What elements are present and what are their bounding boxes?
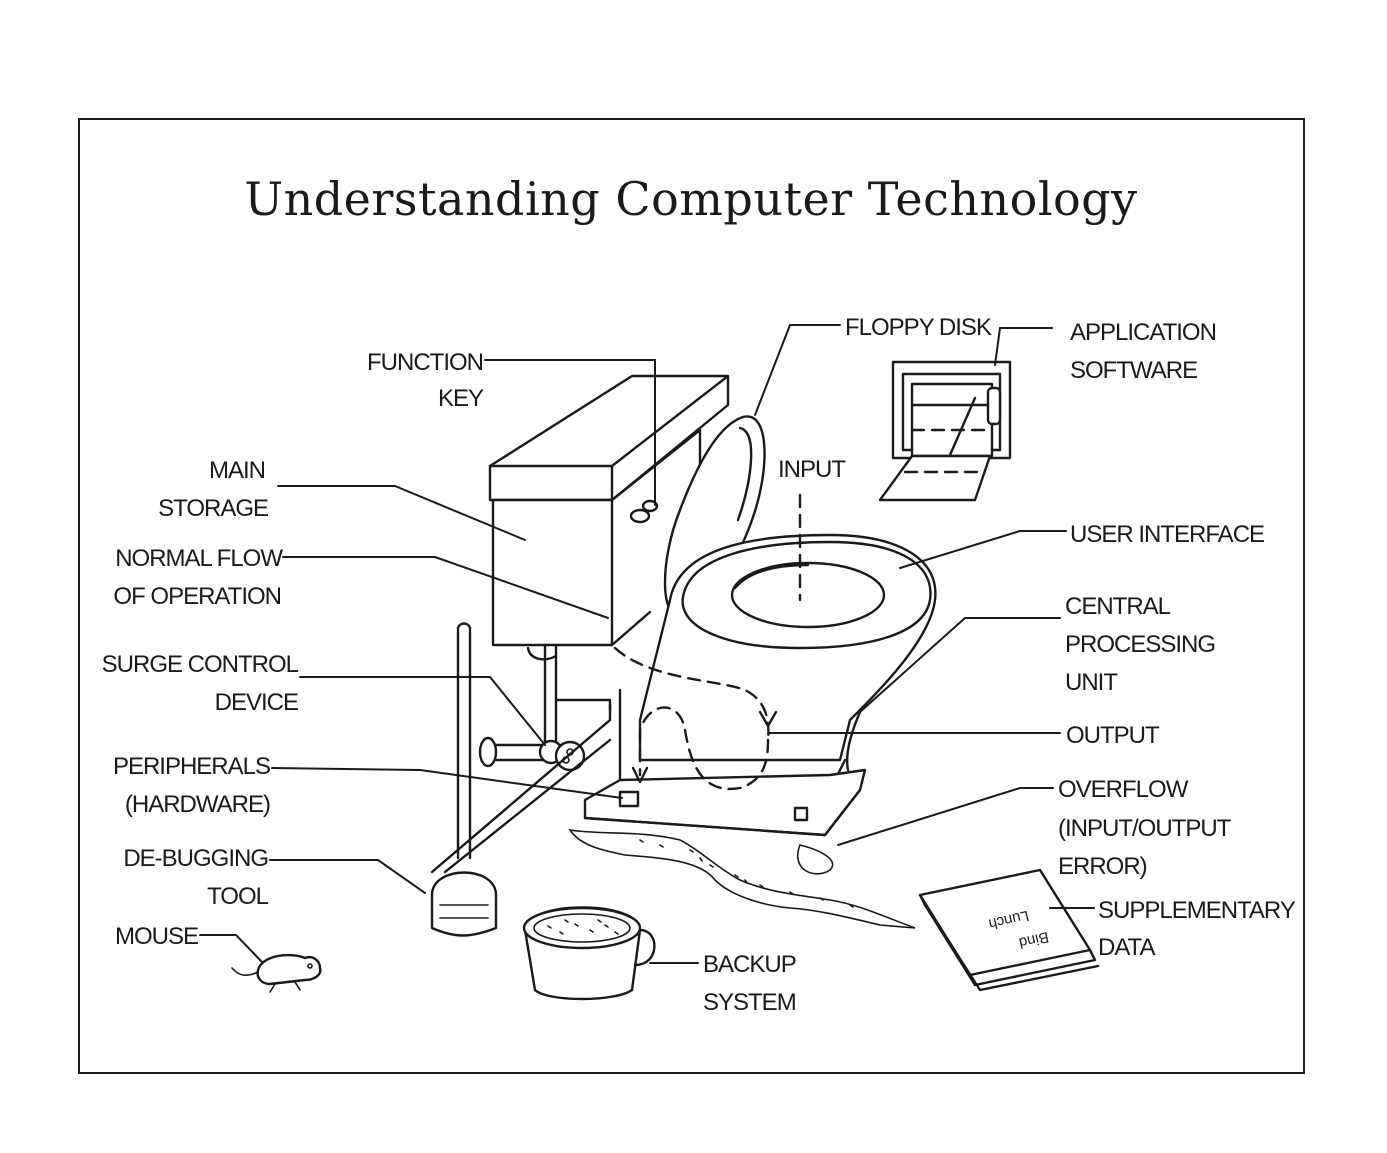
bucket-illustration <box>522 906 656 1001</box>
label-overflow-3: ERROR) <box>1058 853 1147 880</box>
label-application-software-1: APPLICATION <box>1070 319 1216 346</box>
label-application-software-2: SOFTWARE <box>1070 357 1197 384</box>
magazine-illustration: Lunch Bind <box>918 868 1100 992</box>
label-cpu-2: PROCESSING <box>1065 631 1215 658</box>
label-main-storage-2: STORAGE <box>158 495 268 522</box>
label-overflow-1: OVERFLOW <box>1058 776 1189 803</box>
label-user-interface: USER INTERFACE <box>1070 521 1264 548</box>
label-floppy-disk: FLOPPY DISK <box>845 314 992 341</box>
label-supplementary-1: SUPPLEMENTARY <box>1098 897 1296 924</box>
label-peripherals-1: PERIPHERALS <box>113 753 270 780</box>
toilet-paper-illustration <box>878 360 1012 502</box>
leader-lines <box>199 324 1095 964</box>
label-input: INPUT <box>778 456 846 483</box>
label-normal-flow-2: OF OPERATION <box>113 583 281 610</box>
label-normal-flow-1: NORMAL FLOW <box>115 545 283 572</box>
label-cpu-1: CENTRAL <box>1065 593 1171 620</box>
label-overflow-2: (INPUT/OUTPUT <box>1058 815 1232 842</box>
diagram-labels: FUNCTION KEY MAIN STORAGE NORMAL FLOW OF… <box>102 314 1297 1016</box>
mouse-illustration <box>231 954 322 993</box>
label-function-key-1: FUNCTION <box>367 349 483 376</box>
label-supplementary-2: DATA <box>1098 934 1155 961</box>
label-output: OUTPUT <box>1066 722 1160 749</box>
label-main-storage-1: MAIN <box>209 457 265 484</box>
label-peripherals-2: (HARDWARE) <box>125 791 270 818</box>
magazine-text-2: Bind <box>1017 928 1050 951</box>
label-debugging-1: DE-BUGGING <box>123 845 268 872</box>
label-backup-1: BACKUP <box>703 951 796 978</box>
plunger-illustration <box>430 622 498 937</box>
label-surge-control-1: SURGE CONTROL <box>102 651 299 678</box>
label-backup-2: SYSTEM <box>703 989 796 1016</box>
diagram-title: Understanding Computer Technology <box>244 172 1137 226</box>
label-function-key-2: KEY <box>438 385 484 412</box>
label-surge-control-2: DEVICE <box>215 689 298 716</box>
label-debugging-2: TOOL <box>207 883 269 910</box>
label-cpu-3: UNIT <box>1065 669 1118 696</box>
toilet-illustration <box>430 374 937 929</box>
label-mouse: MOUSE <box>115 923 198 950</box>
